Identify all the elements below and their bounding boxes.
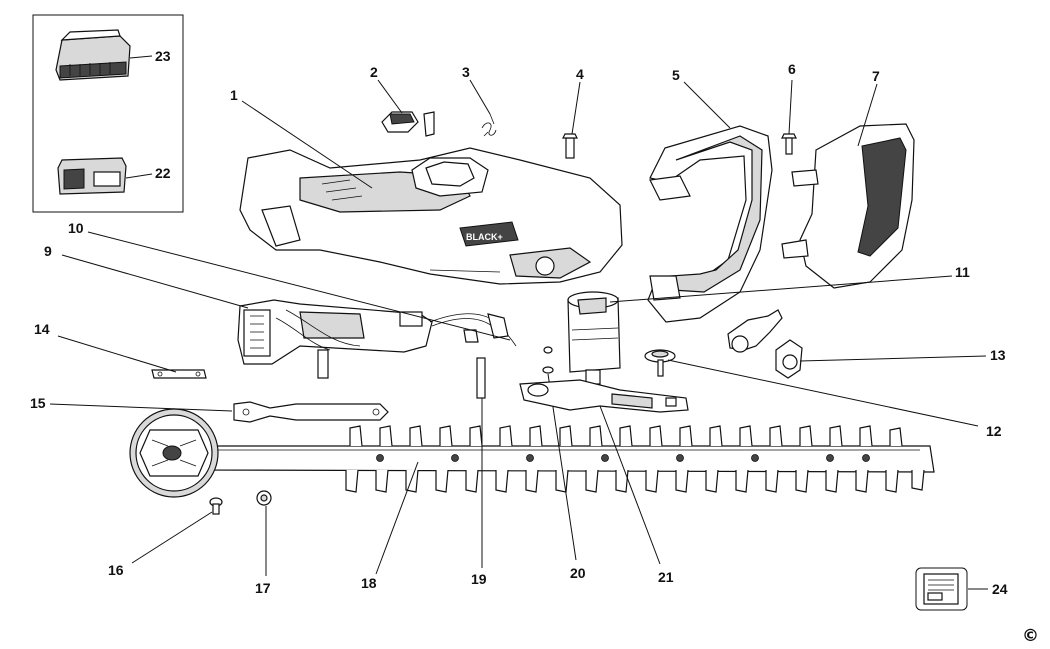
connecting-bar-part-15[interactable] — [233, 401, 389, 423]
motor-part-11[interactable] — [567, 291, 621, 385]
callout-10: 10 — [68, 220, 84, 236]
callout-2: 2 — [370, 64, 378, 80]
spring-part-3[interactable] — [481, 113, 497, 137]
callout-9: 9 — [44, 243, 52, 259]
callout-11: 11 — [955, 264, 970, 280]
front-handle-part-5[interactable] — [647, 125, 773, 323]
pin-part-19[interactable] — [476, 357, 486, 399]
callout-5: 5 — [672, 67, 680, 83]
gear-plate-part-21[interactable] — [519, 379, 689, 413]
callout-4: 4 — [576, 66, 584, 82]
callout-18: 18 — [361, 575, 377, 591]
callout-21: 21 — [658, 569, 674, 585]
callout-24: 24 — [992, 581, 1008, 597]
blade-part-18[interactable] — [207, 425, 935, 493]
screw-part-16[interactable] — [209, 497, 223, 515]
callout-16: 16 — [108, 562, 124, 578]
callout-1: 1 — [230, 87, 238, 103]
switch-assembly-part-9[interactable] — [237, 299, 433, 379]
battery-part-22[interactable] — [57, 157, 127, 195]
callout-13: 13 — [990, 347, 1006, 363]
guard-part-7[interactable] — [781, 123, 915, 289]
callout-15: 15 — [30, 395, 46, 411]
callout-17: 17 — [255, 580, 271, 596]
plate-part-14[interactable] — [151, 369, 207, 379]
charger-part-23[interactable] — [55, 29, 131, 81]
callout-23: 23 — [155, 48, 171, 64]
washer-part-12[interactable] — [644, 349, 676, 377]
callout-19: 19 — [471, 571, 487, 587]
switch-button-part-2[interactable] — [381, 111, 435, 137]
washer-part-20[interactable] — [542, 346, 554, 374]
nut-part-17[interactable] — [256, 490, 272, 506]
wire-harness-part-10[interactable] — [429, 313, 517, 347]
manual-part-24[interactable] — [915, 567, 968, 611]
callout-20: 20 — [570, 565, 586, 581]
callout-6: 6 — [788, 61, 796, 77]
gear-wheel — [129, 408, 219, 498]
callout-14: 14 — [34, 321, 50, 337]
callout-7: 7 — [872, 68, 880, 84]
screw-part-6[interactable] — [781, 133, 797, 155]
housing-part-1[interactable]: BLACK+ — [239, 147, 623, 285]
accessory-inset: 23 22 — [32, 14, 184, 213]
copyright-mark: © — [1022, 626, 1039, 646]
housing-logo: BLACK+ — [466, 232, 503, 242]
callout-12: 12 — [986, 423, 1002, 439]
callout-22: 22 — [155, 165, 171, 181]
callout-3: 3 — [462, 64, 470, 80]
screw-part-4[interactable] — [562, 133, 578, 159]
cable-clamp-part-13[interactable] — [727, 309, 803, 379]
